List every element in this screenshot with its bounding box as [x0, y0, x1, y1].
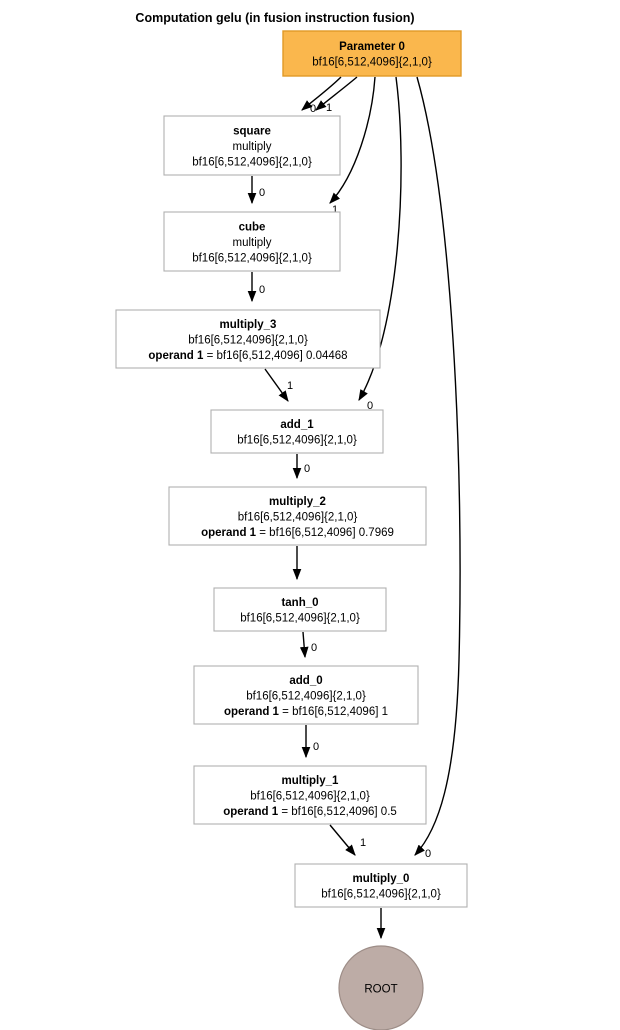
edge-label: 0	[259, 284, 265, 296]
node-op: multiply	[233, 141, 272, 153]
edge-add_0-to-multiply_1: 0	[301, 725, 319, 759]
node-shape: bf16[6,512,4096]{2,1,0}	[312, 57, 432, 69]
node-box[interactable]	[193, 765, 427, 825]
operand-key: operand 1	[148, 350, 204, 362]
operand-key: operand 1	[201, 527, 257, 539]
operand-value: = bf16[6,512,4096] 1	[279, 706, 388, 718]
page-title: Computation gelu (in fusion instruction …	[135, 11, 414, 25]
nodes-layer: Parameter 0bf16[6,512,4096]{2,1,0}square…	[115, 30, 468, 1030]
edge-add_1-to-multiply_2: 0	[292, 454, 310, 480]
edge-tanh_0-to-add_0: 0	[299, 631, 317, 659]
edge-path	[329, 824, 356, 856]
edge-cube-to-multiply_3: 0	[247, 272, 265, 303]
node-operand: operand 1 = bf16[6,512,4096] 0.5	[223, 806, 397, 818]
edge-path	[301, 76, 342, 111]
operand-value: = bf16[6,512,4096] 0.5	[278, 806, 397, 818]
node-title: Parameter 0	[339, 41, 405, 53]
operand-key: operand 1	[224, 706, 280, 718]
node-shape: bf16[6,512,4096]{2,1,0}	[246, 690, 366, 702]
node-shape: bf16[6,512,4096]{2,1,0}	[240, 613, 360, 625]
node-shape: bf16[6,512,4096]{2,1,0}	[250, 790, 370, 802]
edge-label: 1	[360, 837, 366, 849]
edge-parameter_0-to-cube: 1	[329, 76, 376, 216]
edge-label: 0	[425, 848, 431, 860]
edge-label: 0	[367, 400, 373, 412]
edge-multiply_1-to-multiply_0: 1	[329, 824, 366, 856]
edge-path	[414, 76, 461, 856]
node-operand: operand 1 = bf16[6,512,4096] 1	[224, 706, 388, 718]
node-title: multiply_2	[269, 496, 326, 508]
edge-label: 1	[332, 204, 338, 216]
node-cube[interactable]: cube multiply bf16[6,512,4096]{2,1,0}	[163, 211, 341, 272]
edge-path	[315, 76, 358, 111]
node-box[interactable]	[115, 309, 381, 369]
node-add_0[interactable]: add_0 bf16[6,512,4096]{2,1,0} operand 1 = …	[193, 665, 419, 725]
node-operand: operand 1 = bf16[6,512,4096] 0.7969	[201, 527, 394, 539]
operand-value: = bf16[6,512,4096] 0.04468	[203, 350, 347, 362]
node-title: add_0	[289, 675, 322, 687]
operand-value: = bf16[6,512,4096] 0.7969	[256, 527, 394, 539]
operand-key: operand 1	[223, 806, 279, 818]
root-circle[interactable]	[338, 945, 424, 1030]
node-multiply_3[interactable]: multiply_3 bf16[6,512,4096]{2,1,0} operand…	[115, 309, 381, 369]
edge-path	[299, 631, 309, 659]
node-shape: bf16[6,512,4096]{2,1,0}	[237, 435, 357, 447]
node-box[interactable]	[168, 486, 427, 546]
edge-multiply_3-to-add_1: 1	[264, 368, 293, 402]
node-title: cube	[239, 221, 266, 233]
node-box[interactable]	[163, 115, 341, 176]
edge-parameter_0-to-square: 0	[301, 76, 342, 115]
node-title: square	[233, 125, 271, 137]
edge-label: 0	[310, 103, 316, 115]
node-multiply_1[interactable]: multiply_1 bf16[6,512,4096]{2,1,0} operand…	[193, 765, 427, 825]
node-box[interactable]	[163, 211, 341, 272]
node-shape: bf16[6,512,4096]{2,1,0}	[192, 252, 312, 264]
edge-square-to-cube: 0	[247, 176, 265, 205]
node-square[interactable]: square multiply bf16[6,512,4096]{2,1,0}	[163, 115, 341, 176]
node-box[interactable]	[213, 587, 387, 632]
node-box[interactable]	[193, 665, 419, 725]
node-shape: bf16[6,512,4096]{2,1,0}	[188, 334, 308, 346]
edge-path	[329, 76, 376, 204]
node-box[interactable]	[294, 863, 468, 908]
edge-label: 0	[313, 741, 319, 753]
edge-parameter_0-to-square: 1	[315, 76, 358, 114]
node-shape: bf16[6,512,4096]{2,1,0}	[321, 889, 441, 901]
edge-label: 0	[259, 187, 265, 199]
node-operand: operand 1 = bf16[6,512,4096] 0.04468	[148, 350, 347, 362]
node-box[interactable]	[210, 409, 384, 454]
edge-parameter_0-to-multiply_0: 0	[414, 76, 461, 860]
edge-label: 1	[287, 380, 293, 392]
node-op: multiply	[233, 237, 272, 249]
node-box[interactable]	[282, 30, 462, 77]
edge-label: 1	[326, 102, 332, 114]
node-title: multiply_1	[282, 775, 339, 787]
node-title: multiply_3	[220, 319, 277, 331]
edge-path	[264, 368, 289, 402]
edge-label: 0	[311, 642, 317, 654]
node-title: multiply_0	[353, 873, 410, 885]
node-shape: bf16[6,512,4096]{2,1,0}	[238, 511, 358, 523]
node-add_1[interactable]: add_1 bf16[6,512,4096]{2,1,0}	[210, 409, 384, 454]
node-root[interactable]: ROOT	[338, 945, 424, 1030]
root-label: ROOT	[364, 983, 397, 995]
node-multiply_0[interactable]: multiply_0 bf16[6,512,4096]{2,1,0}	[294, 863, 468, 908]
node-parameter_0[interactable]: Parameter 0 bf16[6,512,4096]{2,1,0}	[282, 30, 462, 77]
edge-label: 0	[304, 463, 310, 475]
node-tanh_0[interactable]: tanh_0 bf16[6,512,4096]{2,1,0}	[213, 587, 387, 632]
node-shape: bf16[6,512,4096]{2,1,0}	[192, 156, 312, 168]
node-title: tanh_0	[281, 597, 318, 609]
node-multiply_2[interactable]: multiply_2 bf16[6,512,4096]{2,1,0} operand…	[168, 486, 427, 546]
node-title: add_1	[280, 419, 314, 431]
